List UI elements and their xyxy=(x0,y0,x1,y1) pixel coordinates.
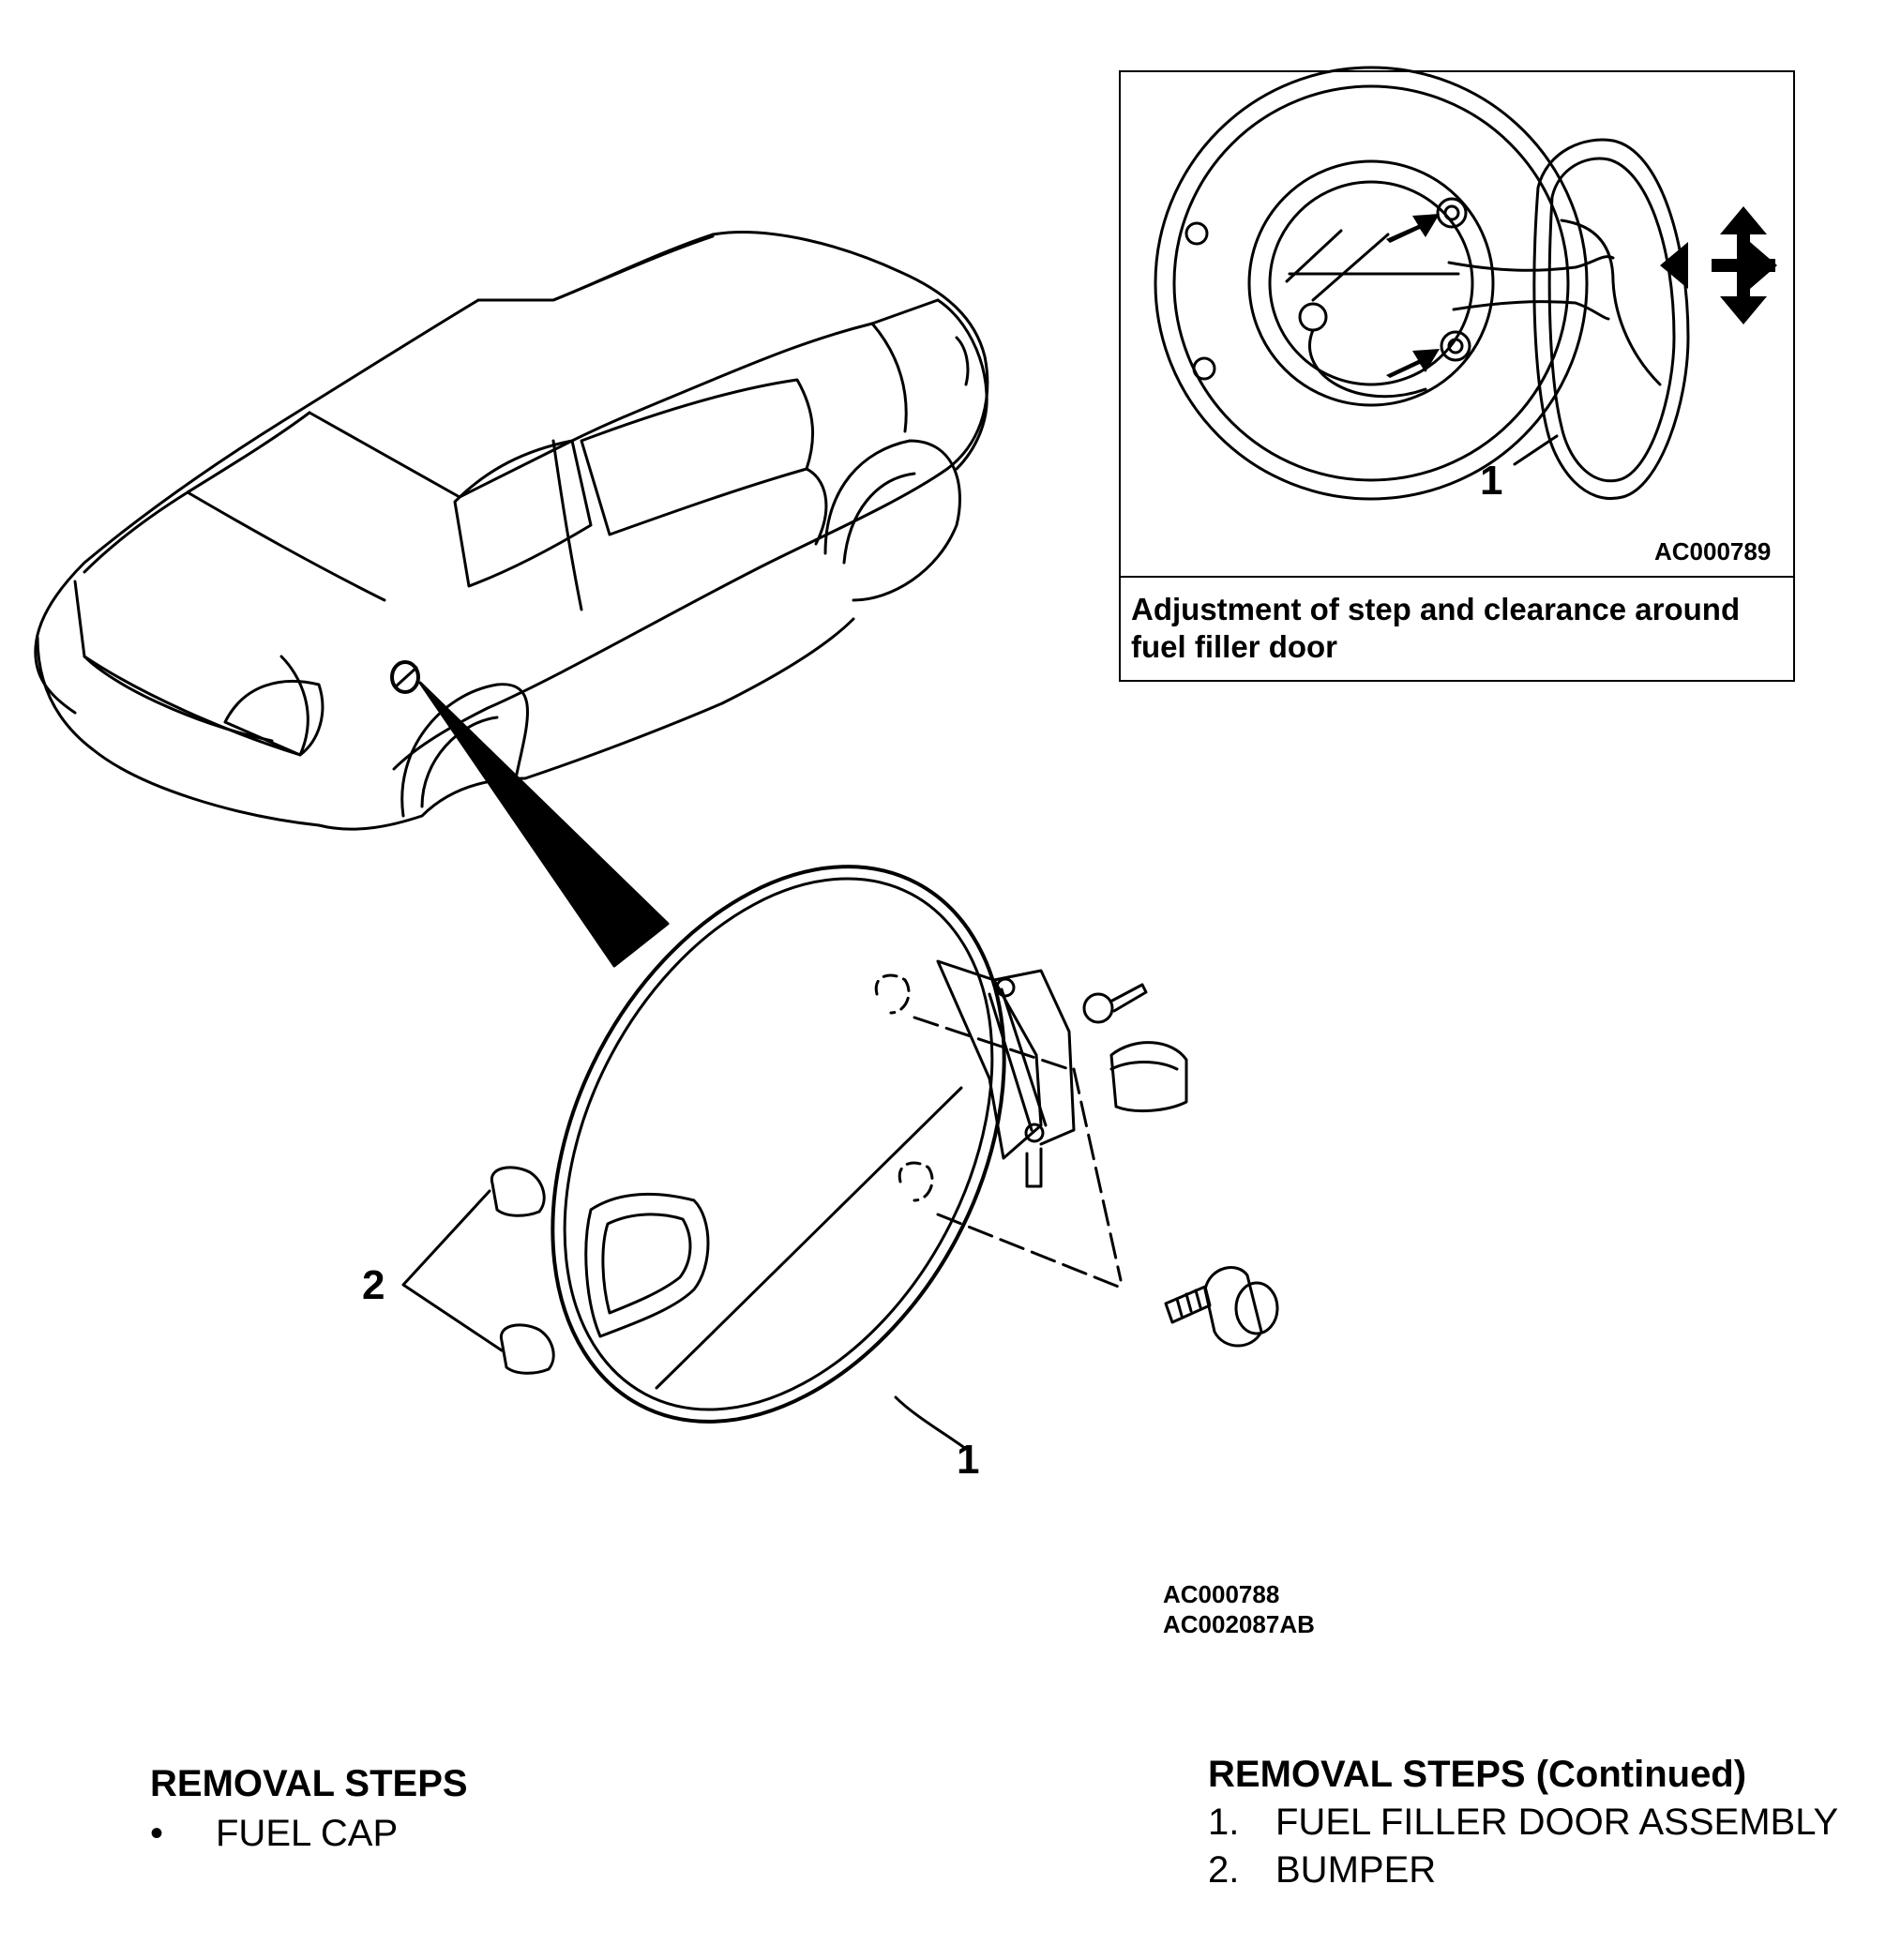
removal-steps-continued: REMOVAL STEPS (Continued) 1. FUEL FILLER… xyxy=(1208,1754,1838,1892)
bumper-drawing-upper xyxy=(490,1166,546,1217)
fuel-filler-door-drawing xyxy=(551,865,1127,1424)
inset-figure-code: AC000789 xyxy=(1654,537,1772,565)
step-number: 2. xyxy=(1208,1849,1240,1891)
removal-steps-title: REMOVAL STEPS xyxy=(150,1763,468,1804)
step-number: 1. xyxy=(1208,1802,1240,1843)
removal-step-item: 2. BUMPER xyxy=(1208,1849,1838,1892)
zoom-wedge xyxy=(418,681,670,968)
screw-drawing xyxy=(1164,1266,1279,1348)
inset-caption: Adjustment of step and clearance around … xyxy=(1131,592,1741,664)
step-label: FUEL CAP xyxy=(216,1813,399,1854)
inset-diagram xyxy=(1119,66,1795,682)
clip-drawing xyxy=(1109,1041,1188,1112)
figure-code-2: AC002087AB xyxy=(1163,1610,1315,1638)
step-label: BUMPER xyxy=(1275,1849,1437,1891)
bumper-drawing-lower xyxy=(499,1323,555,1375)
removal-step-item: • FUEL CAP xyxy=(150,1813,468,1855)
figure-code-1: AC000788 xyxy=(1163,1580,1280,1608)
callout-2: 2 xyxy=(362,1262,385,1308)
callout-1: 1 xyxy=(957,1437,980,1483)
step-bullet: • xyxy=(150,1813,164,1854)
removal-steps-continued-title: REMOVAL STEPS (Continued) xyxy=(1208,1754,1747,1795)
step-label: FUEL FILLER DOOR ASSEMBLY xyxy=(1275,1802,1839,1843)
leader-line-2 xyxy=(401,1189,504,1352)
removal-step-item: 1. FUEL FILLER DOOR ASSEMBLY xyxy=(1208,1802,1838,1844)
bolt-drawing xyxy=(1082,983,1148,1024)
inset-callout-1: 1 xyxy=(1480,458,1503,504)
leader-line-1 xyxy=(894,1395,968,1451)
car-illustration xyxy=(34,231,989,831)
removal-steps: REMOVAL STEPS • FUEL CAP xyxy=(150,1763,468,1855)
figure-code-main: AC000788 AC002087AB xyxy=(1163,1579,1315,1639)
